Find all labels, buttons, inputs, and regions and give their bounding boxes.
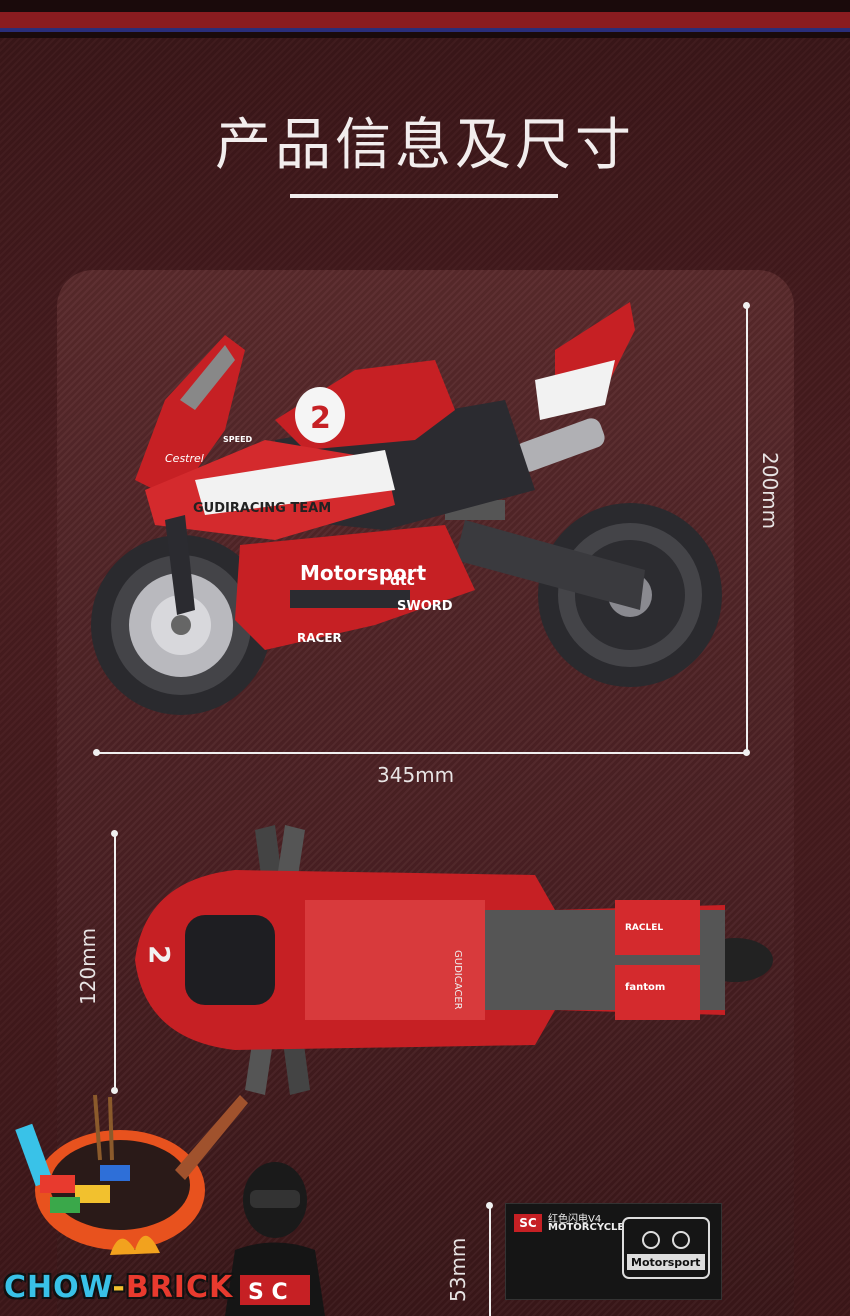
watermark-part1: CHOW <box>4 1270 113 1305</box>
rider-badge: S C <box>248 1280 288 1305</box>
plaque-sc-logo: SC <box>514 1214 542 1232</box>
plaque-dimension-line <box>489 1205 491 1316</box>
fantom-decal: fantom <box>625 982 665 993</box>
dim-dot <box>111 1087 118 1094</box>
watermark-text: CHOW-BRICK <box>4 1270 233 1305</box>
cestrel-decal: Cestrel <box>165 452 204 465</box>
length-dimension-line <box>96 752 748 754</box>
display-plaque: SC 红色闪电V4 MOTORCYCLE Motorsport <box>505 1203 722 1300</box>
plaque-logo-text: Motorsport <box>631 1256 700 1269</box>
top-stripe-bar <box>0 0 850 40</box>
speed-decal: SPEED <box>223 435 253 444</box>
page-title: 产品信息及尺寸 <box>215 113 635 178</box>
width-dimension-line <box>114 833 116 1091</box>
motorsport-decal: Motorsport <box>300 561 427 585</box>
plaque-title-cn: 红色闪电V4 <box>548 1214 602 1225</box>
dim-dot <box>486 1202 493 1209</box>
motorcycle-side-view-image: 2 GUDIRACING TEAM Cestrel SPEED Motorspo… <box>91 302 722 715</box>
length-dimension-label: 345mm <box>377 763 455 787</box>
dim-dot <box>743 302 750 309</box>
stripe-blue <box>0 28 850 32</box>
gudicacer-decal: GUDICACER <box>452 950 463 1010</box>
plaque-dimension-label: 53mm <box>446 1237 470 1302</box>
watermark-dash: - <box>112 1270 126 1305</box>
top-number-decal: 2 <box>143 945 176 964</box>
chow-brick-logo <box>15 1094 248 1255</box>
height-dimension-label: 200mm <box>758 452 782 530</box>
dim-dot <box>93 749 100 756</box>
side-number-decal: 2 <box>310 401 331 436</box>
plaque-motorsport-logo: Motorsport <box>622 1217 710 1279</box>
stripe-dark-bottom <box>0 32 850 38</box>
rider-minifigure-image: S C <box>225 1162 325 1316</box>
watermark-part2: BRICK <box>125 1270 234 1305</box>
stripe-red <box>0 12 850 28</box>
raclel-decal: RACLEL <box>625 923 663 933</box>
dtc-decal: dtc <box>390 573 415 589</box>
team-decal: GUDIRACING TEAM <box>193 501 331 516</box>
width-dimension-label: 120mm <box>76 927 100 1005</box>
racer-decal: RACER <box>297 631 342 645</box>
title-underline <box>290 194 558 198</box>
plaque-title-en: MOTORCYCLE <box>548 1222 625 1233</box>
dim-dot <box>111 830 118 837</box>
motorcycle-top-view-image: fantom RACLEL 2 GUDICACER <box>135 825 773 1095</box>
height-dimension-line <box>746 305 748 753</box>
stripe-dark <box>0 0 850 12</box>
sword-decal: SWORD <box>397 599 453 614</box>
